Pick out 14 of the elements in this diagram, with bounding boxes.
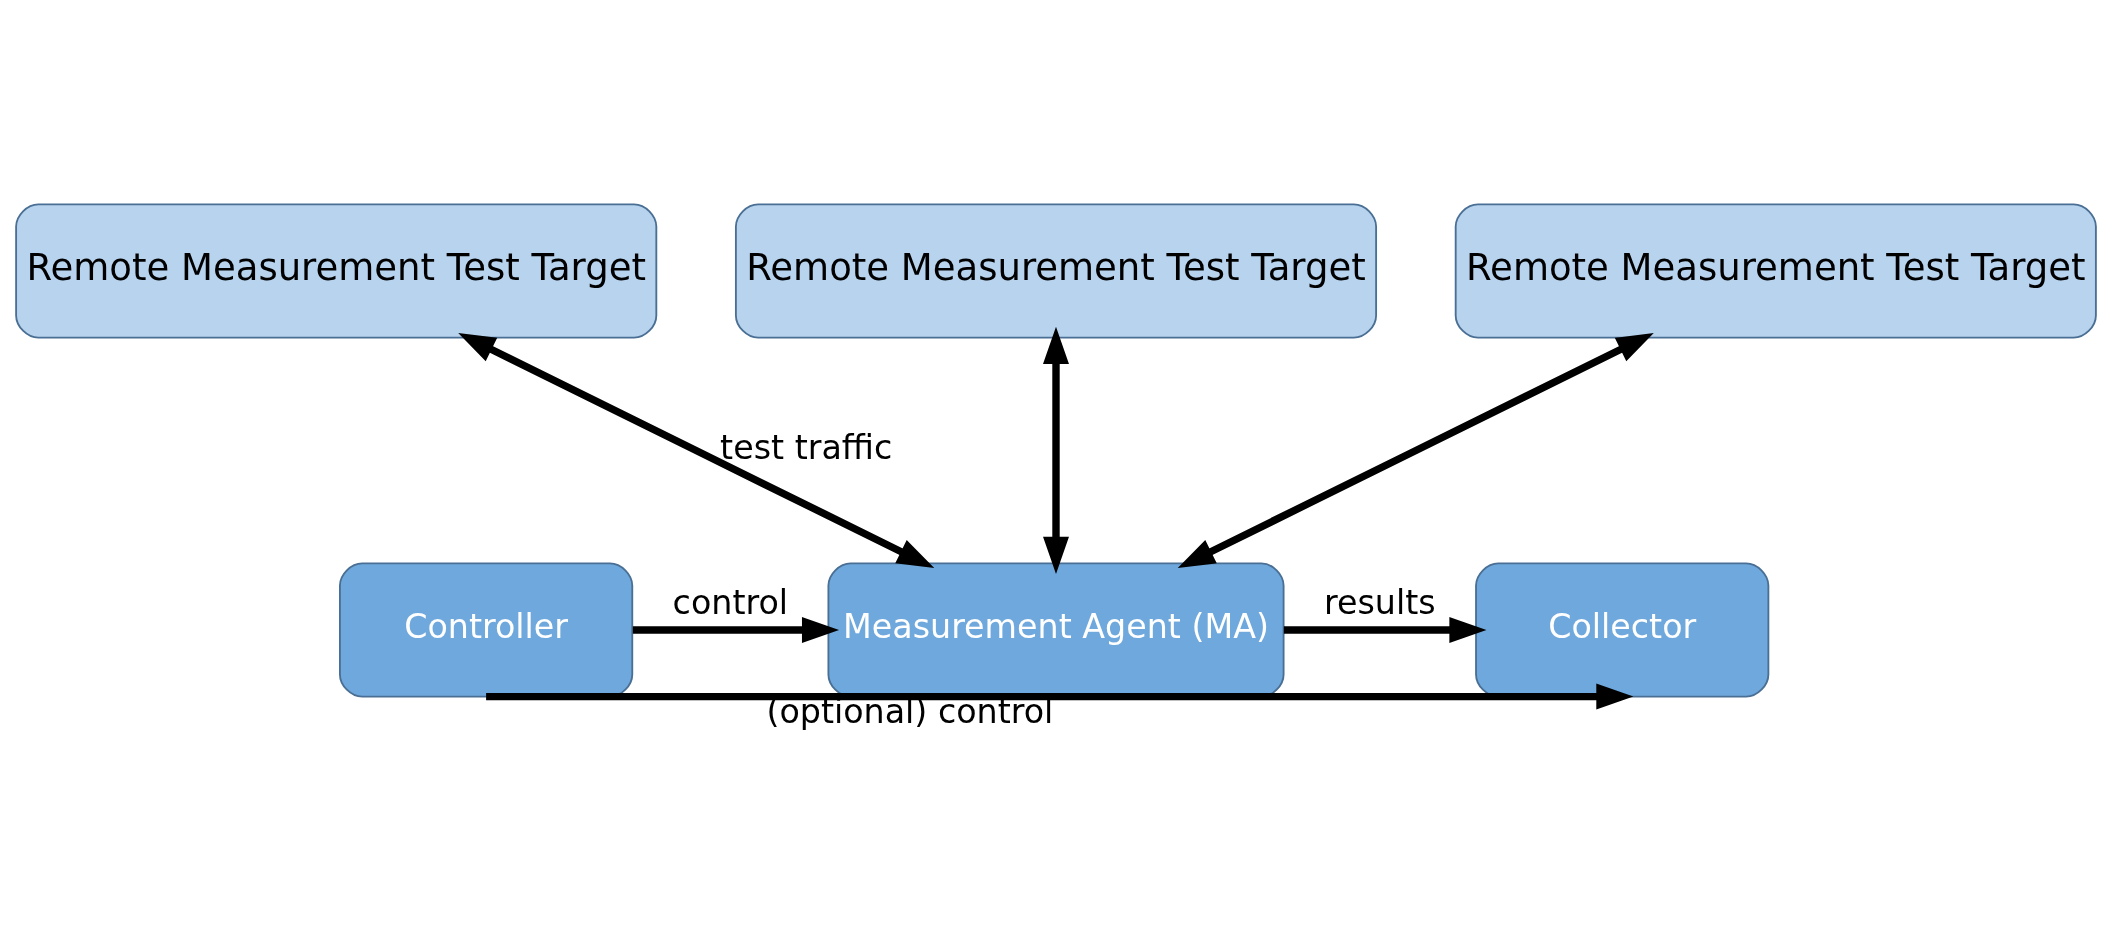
node-box: Remote Measurement Test Target [1454,202,2097,339]
arrow [458,332,935,568]
edge-label: test traffic [720,427,893,467]
arrow [1283,616,1487,643]
arrow [486,683,1634,710]
node-box: Controller [339,561,634,697]
node-box: Remote Measurement Test Target [15,202,658,339]
arrow [1177,332,1654,568]
arrow [632,616,840,643]
edge-label: results [1324,582,1436,622]
node-box: Remote Measurement Test Target [734,202,1378,339]
arrow [1043,326,1069,574]
node-box: Collector [1475,561,1770,697]
edge-label: control [672,582,789,622]
